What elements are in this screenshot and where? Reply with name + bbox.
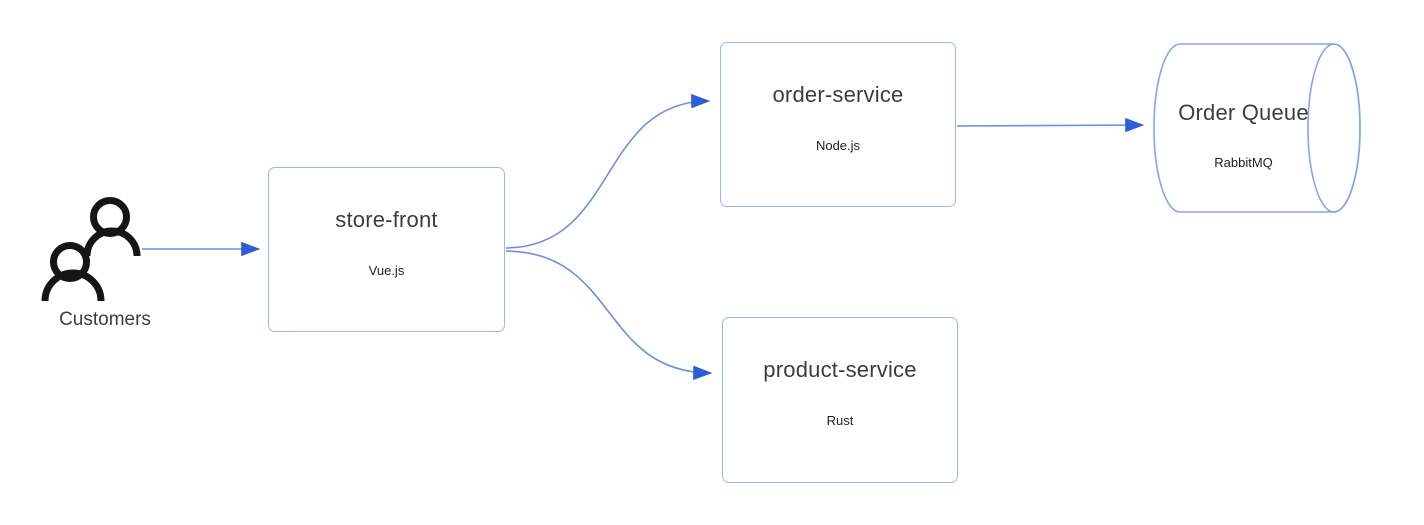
- edge-store-front-to-product-service: [505, 250, 713, 381]
- order-service-title: order-service: [772, 82, 904, 107]
- edge-store-front-to-order-service: [505, 93, 711, 249]
- store-front-title: store-front: [335, 207, 438, 232]
- order-queue-subtitle: RabbitMQ: [1214, 155, 1273, 170]
- store-front-subtitle: Vue.js: [368, 263, 405, 278]
- product-service-title: product-service: [763, 357, 917, 382]
- cylinder-shape: [1153, 43, 1361, 213]
- product-service-subtitle: Rust: [826, 413, 854, 428]
- people-icon: [41, 197, 141, 302]
- order-service-subtitle: Node.js: [815, 138, 861, 153]
- store-front-node: store-front Vue.js: [268, 167, 505, 332]
- edge-order-service-to-order-queue: [956, 117, 1145, 133]
- product-service-node: product-service Rust: [722, 317, 958, 483]
- customers-node: [38, 190, 144, 312]
- order-queue-node: [1126, 30, 1376, 230]
- order-queue-title: Order Queue: [1178, 100, 1309, 125]
- order-queue-labels: Order Queue RabbitMQ: [1153, 44, 1334, 212]
- customers-label: Customers: [59, 309, 151, 330]
- order-service-node: order-service Node.js: [720, 42, 956, 207]
